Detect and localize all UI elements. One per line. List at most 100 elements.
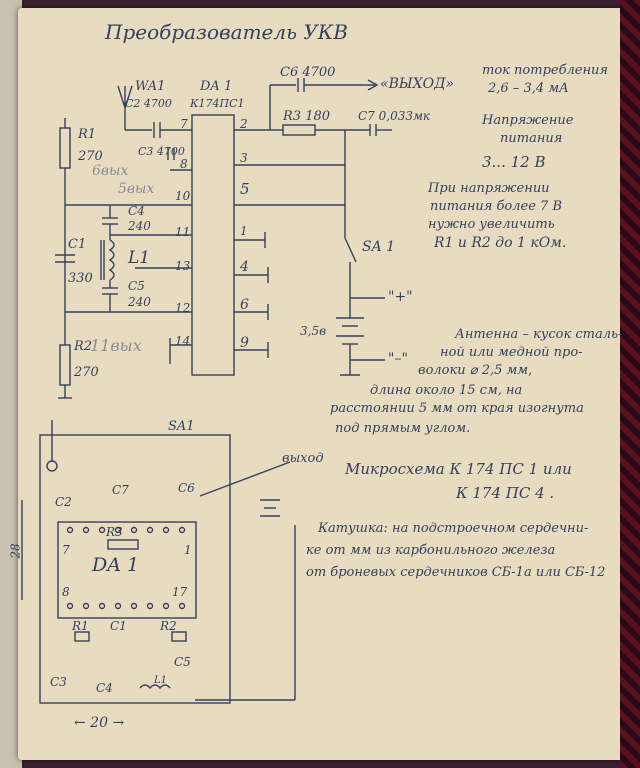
note-antenna-1: Антенна – кусок сталь-: [455, 327, 623, 342]
pcb-pad: [178, 602, 186, 610]
notebook-page: [18, 8, 626, 760]
board-c7: C7: [112, 483, 129, 497]
pcb-pad: [146, 602, 154, 610]
pin-left-12: 12: [175, 301, 191, 315]
label-r2: R2: [74, 339, 93, 354]
label-l1: L1: [128, 248, 151, 268]
note-current-1: ток потребления: [482, 63, 609, 78]
note-hv-4: R1 и R2 до 1 кОм.: [434, 235, 567, 251]
pin-left-11: 11: [175, 225, 191, 239]
pcb-arrow: [199, 461, 291, 497]
pcb-chip: [57, 521, 197, 619]
note-chip-1: Микросхема К 174 ПС 1 или: [345, 460, 572, 478]
pcb-pad: [114, 602, 122, 610]
pcb-pad: [130, 526, 138, 534]
board-c6: C6: [178, 481, 195, 495]
label-wa1: WA1: [135, 79, 166, 94]
pcb-l1: [139, 684, 171, 690]
note-coil-1: Катушка: на подстроечном сердечни-: [318, 521, 589, 536]
note-current-2: 2,6 – 3,4 мА: [488, 81, 569, 96]
pcb-antenna-pad: [46, 460, 58, 472]
board-sa1: SA1: [168, 419, 195, 434]
label-da1: DA 1: [200, 79, 233, 94]
background-fabric: [620, 0, 640, 768]
label-output: «ВЫХОД»: [380, 76, 455, 92]
pin-right-3: 3: [240, 151, 248, 165]
board-chip: DA 1: [92, 554, 140, 576]
pcb-pad: [162, 526, 170, 534]
label-battery: 3,5в: [300, 324, 327, 338]
board-output: выход: [282, 451, 324, 466]
pin-right-4: 4: [240, 259, 249, 275]
pin-right-5: 5: [240, 180, 250, 198]
pin-left-10: 10: [175, 189, 191, 203]
pcb-r1: [74, 631, 90, 642]
label-c4: C4: [128, 204, 145, 218]
note-hv-2: питания более 7 В: [430, 199, 563, 214]
note-hv-3: нужно увеличить: [428, 217, 555, 232]
note-voltage-1: Напряжение: [482, 113, 574, 128]
pin-right-1: 1: [240, 224, 248, 238]
page-title: Преобразователь УКВ: [105, 20, 348, 44]
label-minus: "–": [388, 351, 408, 367]
label-c5: C5: [128, 279, 145, 293]
board-l1: L1: [154, 675, 168, 686]
note-coil-3: от броневых сердечников СБ-1а или СБ-12: [306, 565, 606, 580]
note-antenna-2: ной или медной про-: [440, 345, 583, 360]
pin-left-14: 14: [175, 334, 191, 348]
chip-da1-body: [191, 114, 235, 376]
label-c6: C6 4700: [280, 65, 336, 80]
label-r1-val: 270: [78, 149, 103, 164]
pcb-pad: [178, 526, 186, 534]
label-c3: C3 4700: [138, 145, 185, 158]
pin-right-2: 2: [240, 117, 248, 131]
board-c1: C1: [110, 619, 127, 633]
label-plus: "+": [388, 289, 413, 305]
label-c1: C1: [68, 237, 87, 252]
switch-sa1: [344, 237, 357, 263]
board-r1: R1: [72, 619, 89, 633]
inductor-l1: [108, 239, 115, 281]
resistor-r3: [282, 124, 316, 136]
board-height: 28: [8, 543, 23, 559]
board-c4: C4: [96, 681, 113, 695]
pcb-outline: [39, 434, 231, 704]
pencil-note-3: 11вых: [90, 336, 142, 355]
label-c2: C2 4700: [125, 97, 172, 110]
note-coil-2: ке от мм из карбонильного железа: [306, 543, 556, 558]
resistor-r1: [59, 127, 71, 169]
board-r3: R3: [106, 525, 123, 539]
label-c4-val: 240: [128, 219, 151, 233]
pcb-pad: [130, 602, 138, 610]
pcb-pad: [98, 602, 106, 610]
pcb-pad: [66, 602, 74, 610]
pin-left-13: 13: [175, 259, 191, 273]
pin-right-9: 9: [240, 335, 249, 351]
label-r3: R3 180: [283, 109, 331, 124]
pcb-pad: [66, 526, 74, 534]
pcb-pad: [146, 526, 154, 534]
note-antenna-3: волоки ⌀ 2,5 мм,: [418, 363, 533, 378]
label-chip-type: К174ПС1: [190, 97, 245, 110]
pcb-pad: [162, 602, 170, 610]
board-pin8: 8: [62, 585, 70, 599]
board-pin7: 7: [62, 543, 70, 557]
label-r1: R1: [78, 127, 97, 142]
pcb-pad: [82, 602, 90, 610]
pcb-r2: [171, 631, 187, 642]
board-c5: C5: [174, 655, 191, 669]
board-c3: C3: [50, 675, 67, 689]
pin-left-8: 8: [180, 157, 188, 171]
antenna-symbol: [117, 85, 133, 130]
output-arrow: [367, 79, 379, 91]
notebook-edge: [0, 0, 22, 768]
pcb-pad: [114, 526, 122, 534]
note-antenna-6: под прямым углом.: [335, 421, 471, 436]
pencil-note-1: 6вых: [92, 163, 129, 179]
board-c2: C2: [55, 495, 72, 509]
pcb-pad: [82, 526, 90, 534]
note-hv-1: При напряжении: [428, 181, 550, 196]
pencil-note-2: 5вых: [118, 181, 155, 197]
board-pin1: 1: [184, 543, 192, 557]
